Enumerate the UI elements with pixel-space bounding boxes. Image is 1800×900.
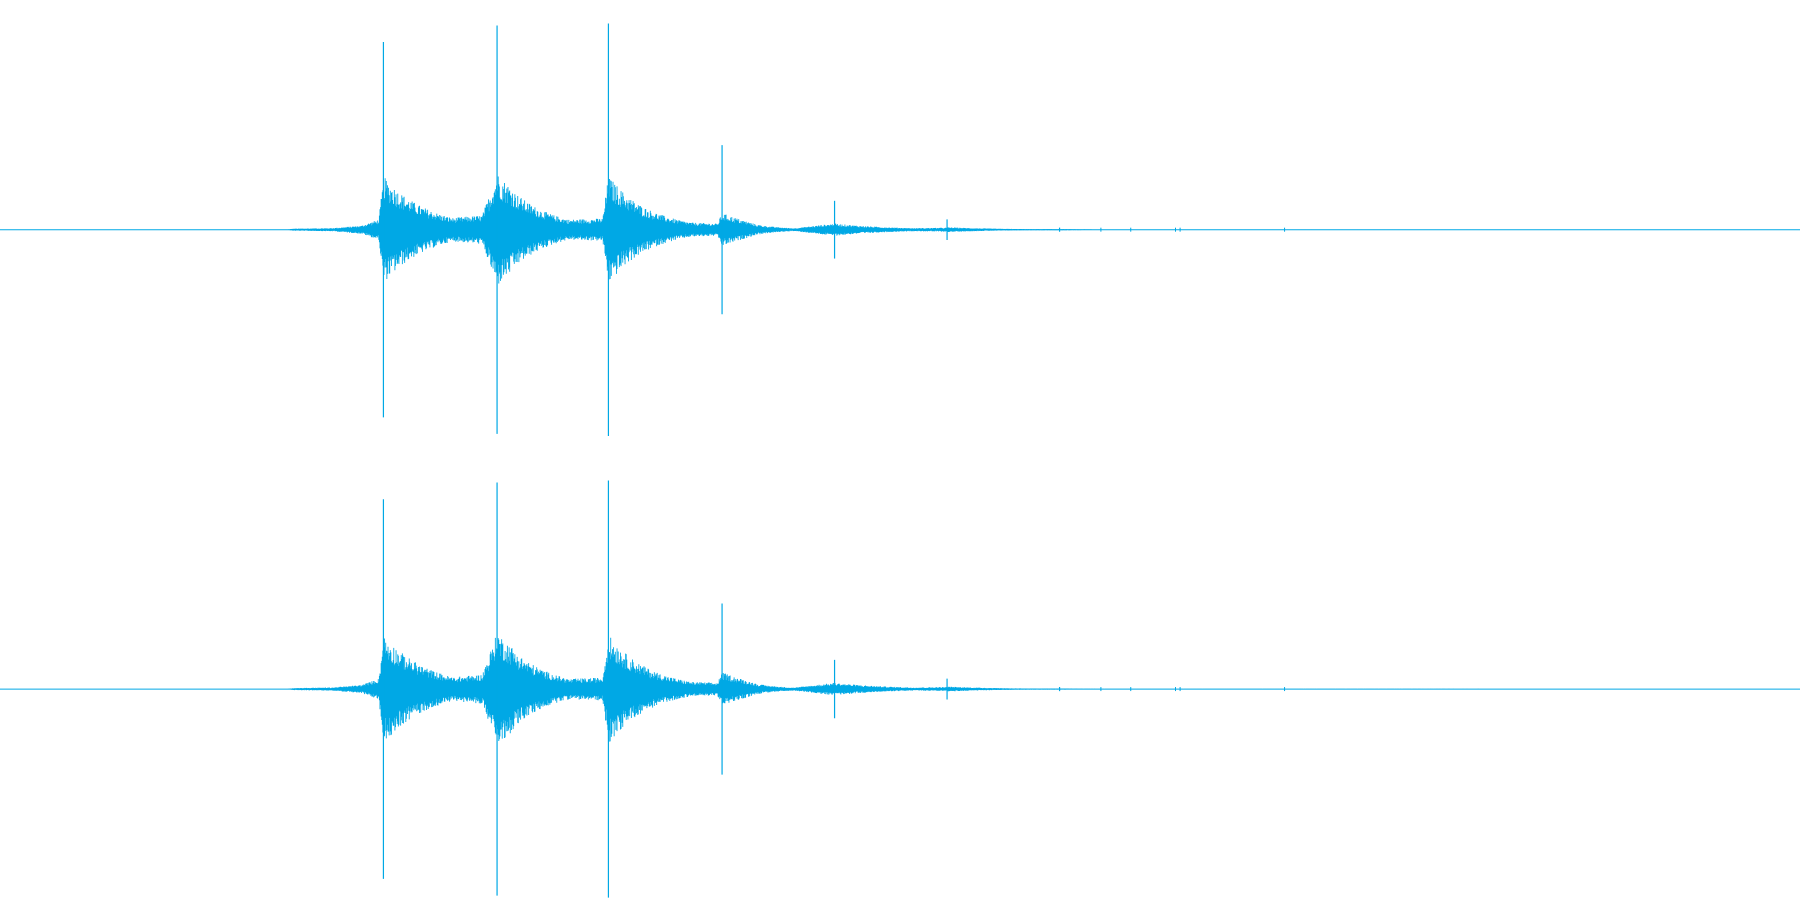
- channel-1-waveform: [0, 23, 1800, 436]
- channel-1-signal: [287, 176, 1543, 284]
- channel-2-signal: [287, 637, 1543, 742]
- channel-2-waveform: [0, 480, 1800, 898]
